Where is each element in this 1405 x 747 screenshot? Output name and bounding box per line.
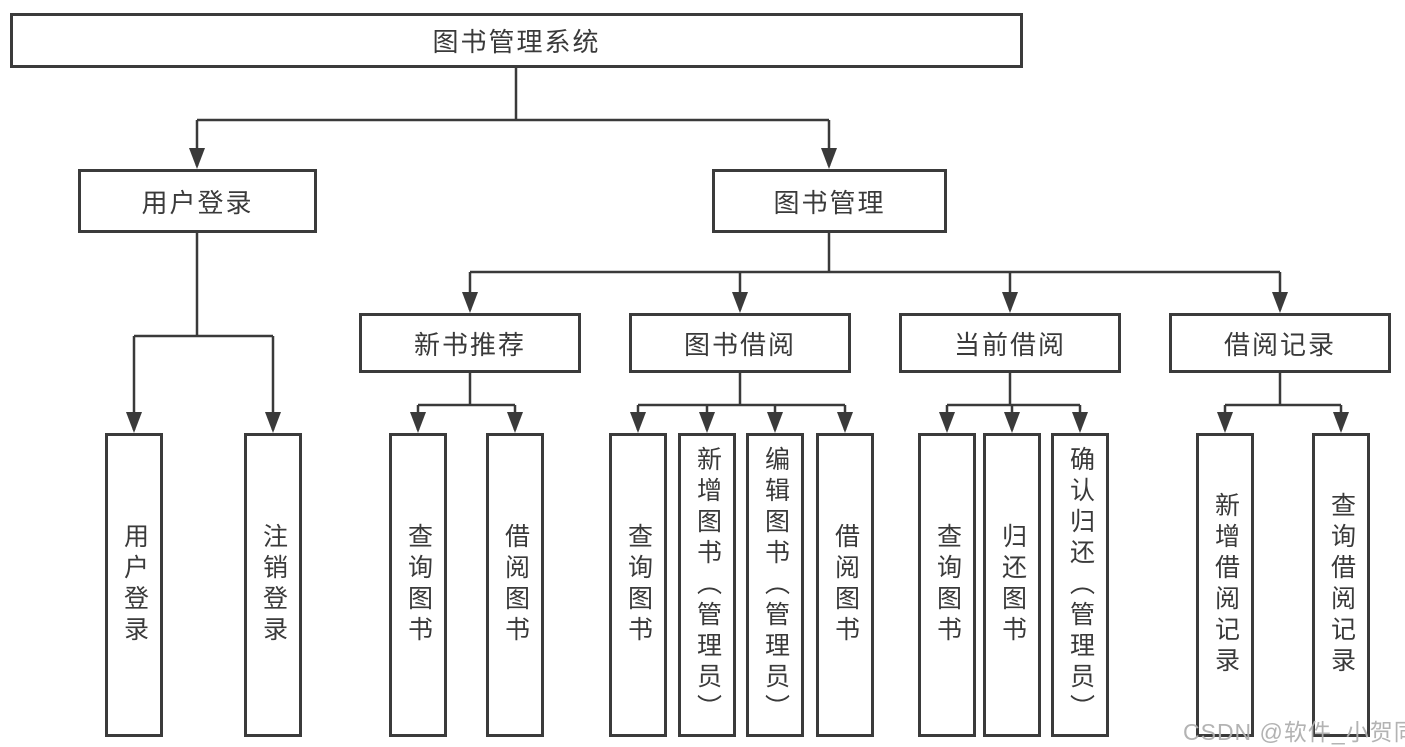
leaf-add-books-admin: 新增图书（管理员） — [678, 433, 736, 737]
node-current-borrowing-label: 当前借阅 — [953, 329, 1066, 360]
leaf-user-login: 用户登录 — [105, 433, 163, 737]
node-book-borrowing: 图书借阅 — [629, 313, 851, 373]
leaf-borrow-books: 借阅图书 — [816, 433, 874, 737]
leaf-edit-books-admin: 编辑图书（管理员） — [746, 433, 804, 737]
node-new-book-recommend-label: 新书推荐 — [413, 329, 526, 360]
node-borrowing-records: 借阅记录 — [1169, 313, 1391, 373]
leaf-current-query-books: 查询图书 — [918, 433, 976, 737]
leaf-logout: 注销登录 — [244, 433, 302, 737]
node-borrowing-records-label: 借阅记录 — [1223, 329, 1336, 360]
leaf-add-borrow-record: 新增借阅记录 — [1196, 433, 1254, 737]
node-user-login: 用户登录 — [78, 169, 317, 233]
leaf-logout-label: 注销登录 — [259, 523, 288, 647]
leaf-return-books-label: 归还图书 — [998, 523, 1027, 647]
node-root-label: 图书管理系统 — [432, 27, 601, 57]
leaf-user-login-label: 用户登录 — [120, 523, 149, 647]
leaf-borrow-query-books: 查询图书 — [609, 433, 667, 737]
leaf-add-books-admin-label: 新增图书（管理员） — [693, 445, 722, 725]
leaf-return-books: 归还图书 — [983, 433, 1041, 737]
arrowhead-group — [126, 148, 1349, 433]
leaf-recommend-query-books: 查询图书 — [389, 433, 447, 737]
leaf-confirm-return-admin-label: 确认归还（管理员） — [1066, 445, 1095, 725]
leaf-recommend-query-books-label: 查询图书 — [404, 523, 433, 647]
leaf-recommend-borrow-books: 借阅图书 — [486, 433, 544, 737]
leaf-borrow-books-label: 借阅图书 — [831, 523, 860, 647]
leaf-edit-books-admin-label: 编辑图书（管理员） — [761, 445, 790, 725]
leaf-current-query-books-label: 查询图书 — [933, 523, 962, 647]
node-book-borrowing-label: 图书借阅 — [683, 329, 796, 360]
node-new-book-recommend: 新书推荐 — [359, 313, 581, 373]
leaf-recommend-borrow-books-label: 借阅图书 — [501, 523, 530, 647]
leaf-add-borrow-record-label: 新增借阅记录 — [1211, 492, 1240, 678]
node-root-system: 图书管理系统 — [10, 13, 1023, 68]
node-current-borrowing: 当前借阅 — [899, 313, 1121, 373]
leaf-query-borrow-record-label: 查询借阅记录 — [1327, 492, 1356, 678]
node-book-management-label: 图书管理 — [773, 187, 886, 218]
node-user-login-label: 用户登录 — [141, 187, 254, 218]
leaf-query-borrow-record: 查询借阅记录 — [1312, 433, 1370, 737]
leaf-borrow-query-books-label: 查询图书 — [624, 523, 653, 647]
leaf-confirm-return-admin: 确认归还（管理员） — [1051, 433, 1109, 737]
node-book-management: 图书管理 — [712, 169, 947, 233]
